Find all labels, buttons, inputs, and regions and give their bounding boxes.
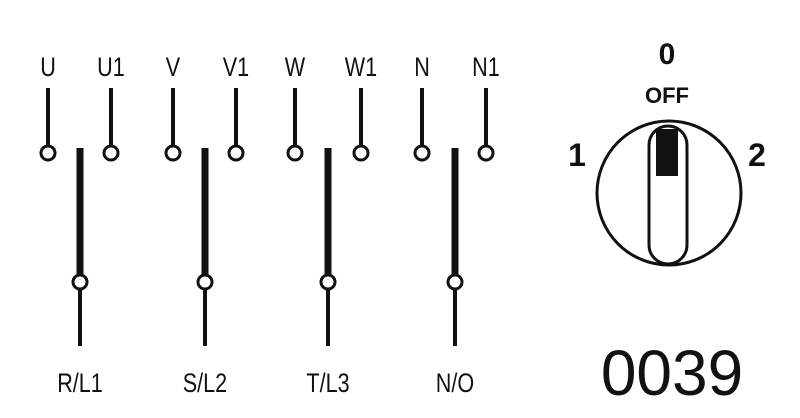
- pivot-contact: [71, 273, 89, 291]
- terminal-label-top: U1: [97, 53, 125, 83]
- model-number: 0039: [601, 337, 743, 409]
- terminal-contact: [102, 144, 120, 162]
- terminal-label-bottom: R/L1: [57, 369, 103, 399]
- terminal-label-bottom: N/O: [436, 369, 474, 399]
- terminal-label-top: U: [40, 53, 56, 83]
- pivot-contact: [319, 273, 337, 291]
- terminal-label-top: N1: [472, 53, 500, 83]
- terminal-contact: [227, 144, 245, 162]
- terminal-label-top: V: [166, 53, 181, 83]
- terminal-label-top: N: [414, 53, 430, 83]
- pivot-contact: [196, 273, 214, 291]
- position-2-label: 2: [748, 137, 766, 173]
- position-0-label: 0: [659, 38, 676, 71]
- terminal-contact: [413, 144, 431, 162]
- terminal-contact: [477, 144, 495, 162]
- rotary-knob: [595, 119, 743, 267]
- terminal-contact: [164, 144, 182, 162]
- terminal-label-top: W: [285, 53, 305, 83]
- position-1-label: 1: [568, 137, 586, 173]
- pivot-contact: [446, 273, 464, 291]
- terminal-label-bottom: S/L2: [183, 369, 227, 399]
- terminal-contact: [286, 144, 304, 162]
- terminal-contact: [352, 144, 370, 162]
- position-off-label: OFF: [645, 83, 689, 108]
- terminal-contact: [39, 144, 57, 162]
- terminal-label-top: V1: [223, 53, 249, 83]
- knob-indicator: [656, 129, 678, 176]
- terminal-label-top: W1: [345, 53, 377, 83]
- terminal-label-bottom: T/L3: [306, 369, 349, 399]
